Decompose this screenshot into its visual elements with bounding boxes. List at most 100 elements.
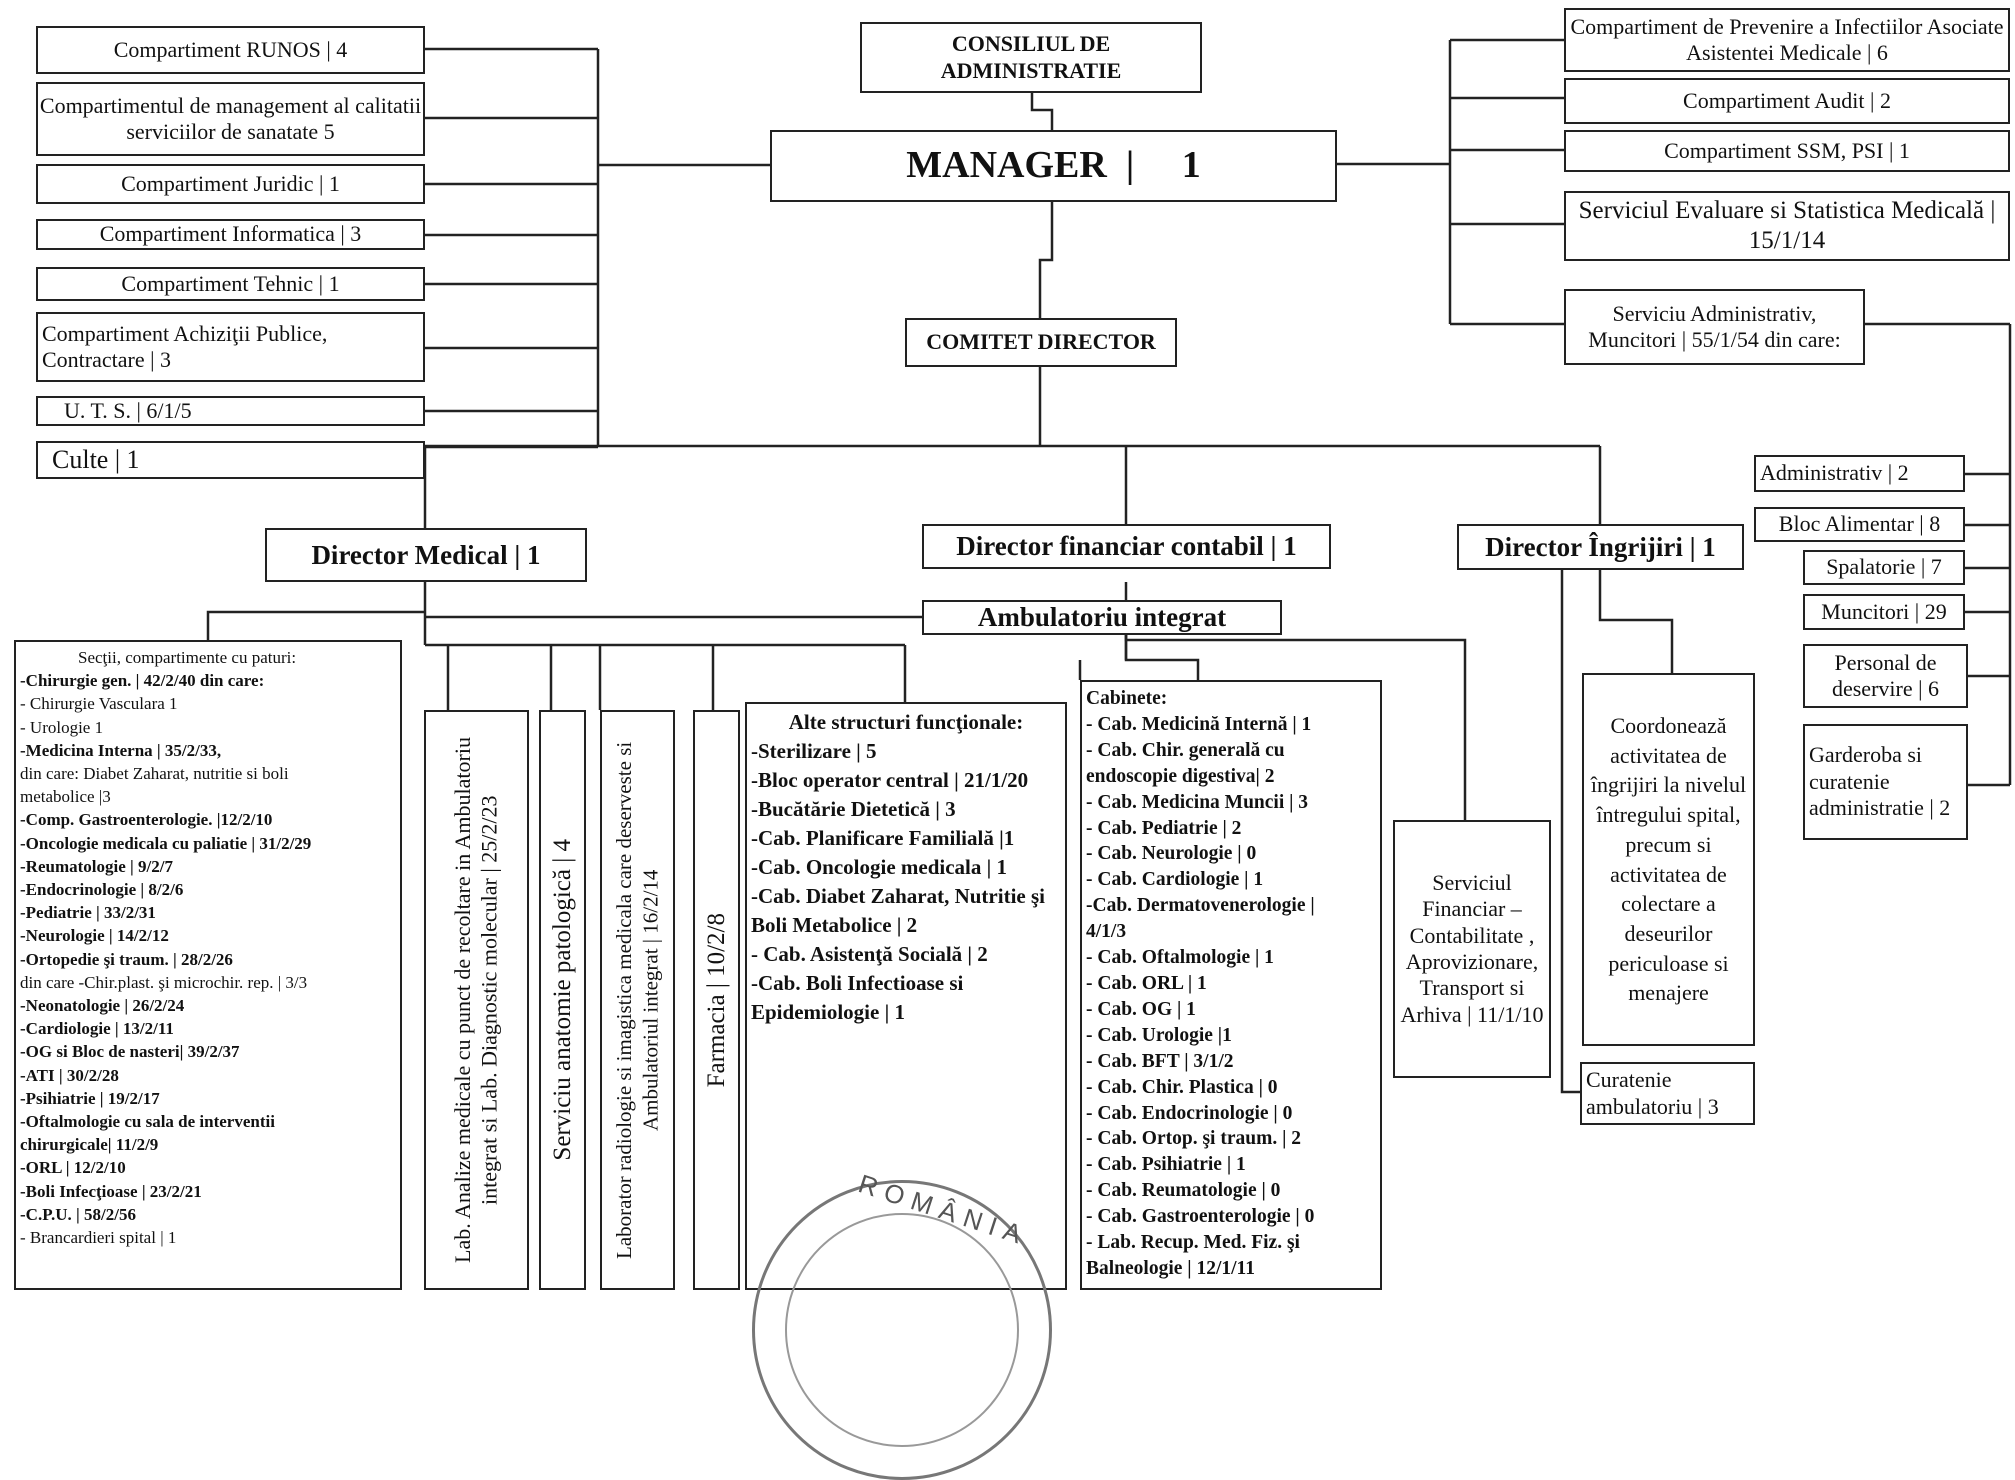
sectii-item: -Reumatologie | 9/2/7 <box>20 856 173 876</box>
spalatorie-box: Spalatorie | 7 <box>1803 550 1965 585</box>
cabinete-item: - Cab. Chir. generală cu <box>1086 739 1285 761</box>
comitet-director-label: COMITET DIRECTOR <box>926 329 1156 355</box>
cabinete-item: - Cab. Medicina Muncii | 3 <box>1086 791 1309 813</box>
alte-structuri-list: Alte structuri funcţionale: -Sterilizare … <box>745 702 1067 1290</box>
culte-label: Culte | 1 <box>52 445 140 475</box>
sectii-item: din care: Diabet Zaharat, nutritie si bo… <box>20 764 289 784</box>
alte-structuri-heading: Alte structuri funcţionale: <box>788 710 1024 734</box>
bloc-alimentar-label: Bloc Alimentar | 8 <box>1778 511 1941 537</box>
connector-lines <box>206 38 2012 1094</box>
alte-structuri-item: - Cab. Asistenţă Socială | 2 <box>751 942 988 966</box>
curatenie-ambulatoriu-label: Curatenie ambulatoriu | 3 <box>1586 1067 1719 1119</box>
administrativ-box: Administrativ | 2 <box>1754 455 1965 492</box>
runos-label: Compartiment RUNOS | 4 <box>113 36 348 62</box>
informatica-label: Compartiment Informatica | 3 <box>99 221 362 247</box>
sectii-item: -Pediatrie | 33/2/31 <box>20 903 156 923</box>
comitet-director-box: COMITET DIRECTOR <box>905 318 1177 367</box>
cabinete-item: - Cab. Pediatrie | 2 <box>1086 817 1242 839</box>
alte-structuri-item: -Cab. Planificare Familială |1 <box>751 826 1015 850</box>
management-calitate-box: Compartimentul de management al calitati… <box>36 82 425 156</box>
sectii-item: -Oncologie medicala cu paliatie | 31/2/2… <box>20 833 312 853</box>
prevenire-infectii-box: Compartiment de Prevenire a Infectiilor … <box>1564 8 2010 72</box>
sectii-item: -Comp. Gastroenterologie. |12/2/10 <box>20 810 273 830</box>
culte-box: Culte | 1 <box>36 441 425 479</box>
sectii-item: - Urologie 1 <box>20 717 104 737</box>
coordoneaza-box: Coordonează activitatea de îngrijiri la … <box>1582 673 1755 1046</box>
cabinete-item: - Cab. Gastroenterologie | 0 <box>1086 1206 1315 1228</box>
anatomie-patologica-box: Serviciu anatomie patologică | 4 <box>539 710 586 1290</box>
laborator-radiologie-box: Laborator radiologie si imagistica medic… <box>600 710 675 1290</box>
alte-structuri-item: -Cab. Boli Infectioase si Epidemiologie … <box>751 971 964 1024</box>
cabinete-item: - Cab. ORL | 1 <box>1086 972 1207 994</box>
sectii-compartimente-list: Secţii, compartimente cu paturi: -Chirurg… <box>14 640 402 1290</box>
sectii-item: -ORL | 12/2/10 <box>20 1158 126 1178</box>
sectii-item: -ATI | 30/2/28 <box>20 1065 119 1085</box>
director-medical-label: Director Medical | 1 <box>311 539 541 570</box>
ambulatoriu-integrat-box: Ambulatoriu integrat <box>922 600 1282 635</box>
alte-structuri-item: -Cab. Oncologie medicala | 1 <box>751 855 1008 879</box>
achizitii-box: Compartiment Achiziţii Publice, Contract… <box>36 312 425 382</box>
sectii-item: -Neurologie | 14/2/12 <box>20 926 169 946</box>
laborator-radiologie-label: Laborator radiologie si imagistica medic… <box>612 741 663 1259</box>
cabinete-item: - Cab. Cardiologie | 1 <box>1086 869 1264 891</box>
management-calitate-label: Compartimentul de management al calitati… <box>39 92 422 144</box>
manager-label: MANAGER | 1 <box>906 144 1201 187</box>
sectii-item: -Cardiologie | 13/2/11 <box>20 1019 174 1039</box>
evaluare-statistica-label: Serviciul Evaluare si Statistica Medical… <box>1578 197 1996 254</box>
cabinete-item: - Cab. Endocrinologie | 0 <box>1086 1102 1293 1124</box>
farmacia-box: Farmacia | 10/2/8 <box>693 710 740 1290</box>
sectii-item: -C.P.U. | 58/2/56 <box>20 1204 136 1224</box>
sectii-item: -Boli Infecţioase | 23/2/21 <box>20 1181 202 1201</box>
consiliul-line-1: CONSILIUL DE <box>951 31 1111 57</box>
serviciu-administrativ-label: Serviciu Administrativ, Muncitori | 55/1… <box>1588 300 1841 352</box>
serviciul-financiar-box: Serviciul Financiar – Contabilitate , Ap… <box>1393 820 1551 1078</box>
director-ingrijiri-label: Director Îngrijiri | 1 <box>1485 531 1716 562</box>
tehnic-label: Compartiment Tehnic | 1 <box>121 270 340 296</box>
director-financiar-box: Director financiar contabil | 1 <box>922 524 1331 569</box>
evaluare-statistica-box: Serviciul Evaluare si Statistica Medical… <box>1564 191 2010 261</box>
garderoba-label: Garderoba si curatenie administratie | 2 <box>1809 742 1951 821</box>
sectii-item: chirurgicale| 11/2/9 <box>20 1135 159 1155</box>
cabinete-item: - Lab. Recup. Med. Fiz. şi <box>1086 1232 1300 1254</box>
sectii-item: -Ortopedie şi traum. | 28/2/26 <box>20 949 233 969</box>
alte-structuri-item: -Bucătărie Dietetică | 3 <box>751 797 956 821</box>
serviciu-administrativ-box: Serviciu Administrativ, Muncitori | 55/1… <box>1564 289 1865 365</box>
sectii-item: -OG si Bloc de nasteri| 39/2/37 <box>20 1042 240 1062</box>
juridic-box: Compartiment Juridic | 1 <box>36 164 425 204</box>
cabinete-item: 4/1/3 <box>1086 921 1127 943</box>
cabinete-item: - Cab. Medicină Internă | 1 <box>1086 713 1312 735</box>
cabinete-item: - Cab. Psihiatrie | 1 <box>1086 1154 1246 1176</box>
bloc-alimentar-box: Bloc Alimentar | 8 <box>1754 507 1965 542</box>
sectii-item: - Chirurgie Vasculara 1 <box>20 694 178 714</box>
cabinete-item: Balneologie | 12/1/11 <box>1086 1257 1255 1279</box>
lab-analize-label: Lab. Analize medicale cu punct de recolt… <box>450 737 502 1263</box>
sectii-item: -Endocrinologie | 8/2/6 <box>20 880 184 900</box>
sectii-item: -Psihiatrie | 19/2/17 <box>20 1088 160 1108</box>
sectii-item: -Chirurgie gen. | 42/2/40 din care: <box>20 671 265 691</box>
achizitii-label: Compartiment Achiziţii Publice, Contract… <box>42 320 328 372</box>
sectii-heading: Secţii, compartimente cu paturi: <box>78 648 297 667</box>
alte-structuri-item: -Sterilizare | 5 <box>751 739 877 763</box>
director-financiar-label: Director financiar contabil | 1 <box>956 531 1297 562</box>
cabinete-item: - Cab. Ortop. şi traum. | 2 <box>1086 1128 1301 1150</box>
cabinete-item: - Cab. Urologie |1 <box>1086 1024 1232 1046</box>
sectii-item: -Oftalmologie cu sala de interventii <box>20 1112 275 1132</box>
cabinete-list: Cabinete:- Cab. Medicină Internă | 1- Ca… <box>1080 680 1382 1290</box>
audit-box: Compartiment Audit | 2 <box>1564 78 2010 124</box>
cabinete-item: -Cab. Dermatovenerologie | <box>1086 895 1315 917</box>
sectii-item: metabolice |3 <box>20 787 111 807</box>
lab-analize-box: Lab. Analize medicale cu punct de recolt… <box>424 710 529 1290</box>
tehnic-box: Compartiment Tehnic | 1 <box>36 267 425 301</box>
cabinete-item: - Cab. Neurologie | 0 <box>1086 843 1257 865</box>
ambulatoriu-integrat-label: Ambulatoriu integrat <box>977 602 1227 633</box>
consiliul-line-2: ADMINISTRATIE <box>940 57 1122 83</box>
cabinete-item: - Cab. Reumatologie | 0 <box>1086 1180 1281 1202</box>
manager-box: MANAGER | 1 <box>770 130 1337 202</box>
curatenie-ambulatoriu-box: Curatenie ambulatoriu | 3 <box>1580 1062 1755 1125</box>
stamp-inner-ring <box>785 1213 1019 1447</box>
sectii-item: -Medicina Interna | 35/2/33, <box>20 740 222 760</box>
spalatorie-label: Spalatorie | 7 <box>1826 554 1942 580</box>
cabinete-item: endoscopie digestiva| 2 <box>1086 765 1275 787</box>
cabinete-item: - Cab. Oftalmologie | 1 <box>1086 947 1274 969</box>
